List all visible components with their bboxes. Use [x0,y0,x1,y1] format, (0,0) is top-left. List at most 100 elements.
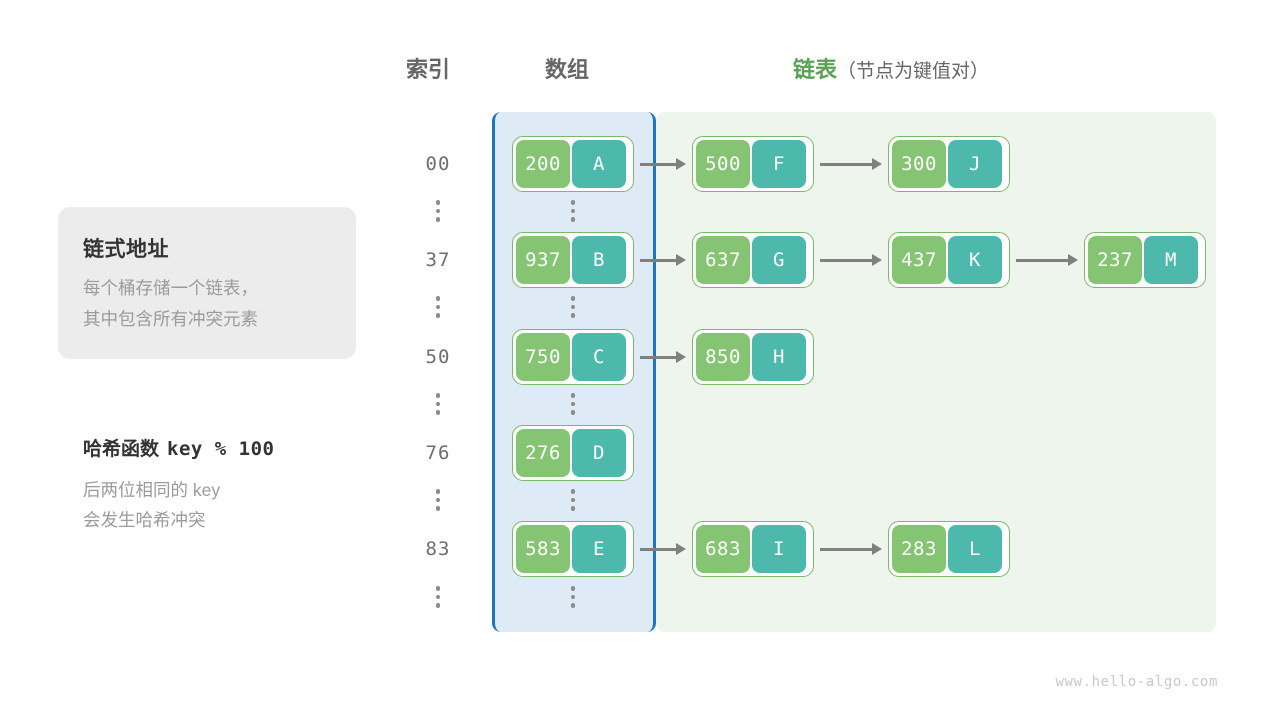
index-ellipsis-4 [428,489,448,511]
ellipsis-dot [570,304,576,309]
chain-arrow-icon [820,254,882,266]
info-card-title: 链式地址 [83,238,169,261]
arrow-head [872,543,882,555]
hash-function-formula: key % 100 [167,438,275,460]
array-ellipsis-3 [563,393,583,415]
index-label-00: 00 [425,153,451,175]
array-ellipsis-5 [563,586,583,608]
ellipsis-dot [570,489,576,494]
ellipsis-dot [570,594,576,599]
ellipsis-dot [435,410,441,415]
chain-arrow-icon [1016,254,1078,266]
arrow-shaft [640,355,677,359]
node-value-cell: D [572,429,626,477]
ellipsis-dot [435,603,441,608]
node-key-cell: 850 [696,333,750,381]
index-ellipsis-3 [428,393,448,415]
node-value-cell: I [752,525,806,573]
ellipsis-dot [435,586,441,591]
ellipsis-dot [435,506,441,511]
chain-arrow-icon [640,158,686,170]
arrow-head [676,254,686,266]
hash-function-label: 哈希函数 [83,439,160,460]
ellipsis-dot [435,296,441,301]
column-header-index: 索引 [406,52,450,84]
column-header-array-label: 数组 [545,57,590,82]
column-header-linkedlist-label: 链表 [793,57,838,82]
chain-arrow-icon [640,543,686,555]
column-header-linkedlist: 链表（节点为键值对） [793,52,989,84]
ellipsis-dot [435,393,441,398]
arrow-head [872,158,882,170]
arrow-shaft [820,547,873,551]
node-value-cell: M [1144,236,1198,284]
node-key-cell: 937 [516,236,570,284]
ellipsis-dot [570,313,576,318]
node-value-cell: C [572,333,626,381]
ellipsis-dot [435,304,441,309]
ellipsis-dot [570,217,576,222]
ellipsis-dot [570,410,576,415]
ellipsis-dot [570,603,576,608]
array-ellipsis-2 [563,296,583,318]
chain-arrow-icon [820,158,882,170]
index-ellipsis-1 [428,200,448,222]
ellipsis-dot [435,200,441,205]
index-label-50: 50 [425,346,451,368]
chain-arrow-icon [820,543,882,555]
index-ellipsis-2 [428,296,448,318]
arrow-shaft [640,162,677,166]
ellipsis-dot [570,393,576,398]
node-key-cell: 637 [696,236,750,284]
ellipsis-dot [570,208,576,213]
node-value-cell: J [948,140,1002,188]
node-value-cell: L [948,525,1002,573]
arrow-head [676,158,686,170]
node-key-cell: 683 [696,525,750,573]
column-header-array: 数组 [545,52,589,84]
chain-arrow-icon [640,254,686,266]
index-label-37: 37 [425,249,451,271]
index-label-76: 76 [425,442,451,464]
hash-function-line: 哈希函数 key % 100 [83,434,383,461]
arrow-head [676,543,686,555]
ellipsis-dot [435,313,441,318]
index-ellipsis-5 [428,586,448,608]
ellipsis-dot [435,497,441,502]
node-key-cell: 237 [1088,236,1142,284]
node-key-cell: 500 [696,140,750,188]
node-value-cell: K [948,236,1002,284]
node-key-cell: 300 [892,140,946,188]
node-key-cell: 200 [516,140,570,188]
node-value-cell: H [752,333,806,381]
ellipsis-dot [570,586,576,591]
column-header-index-label: 索引 [406,57,451,82]
arrow-shaft [1016,258,1069,262]
node-key-cell: 583 [516,525,570,573]
ellipsis-dot [435,217,441,222]
arrow-head [1068,254,1078,266]
node-key-cell: 276 [516,429,570,477]
ellipsis-dot [435,594,441,599]
node-value-cell: A [572,140,626,188]
array-ellipsis-4 [563,489,583,511]
info-card-description: 每个桶存储一个链表，其中包含所有冲突元素 [83,278,258,329]
ellipsis-dot [570,401,576,406]
node-value-cell: G [752,236,806,284]
ellipsis-dot [570,296,576,301]
